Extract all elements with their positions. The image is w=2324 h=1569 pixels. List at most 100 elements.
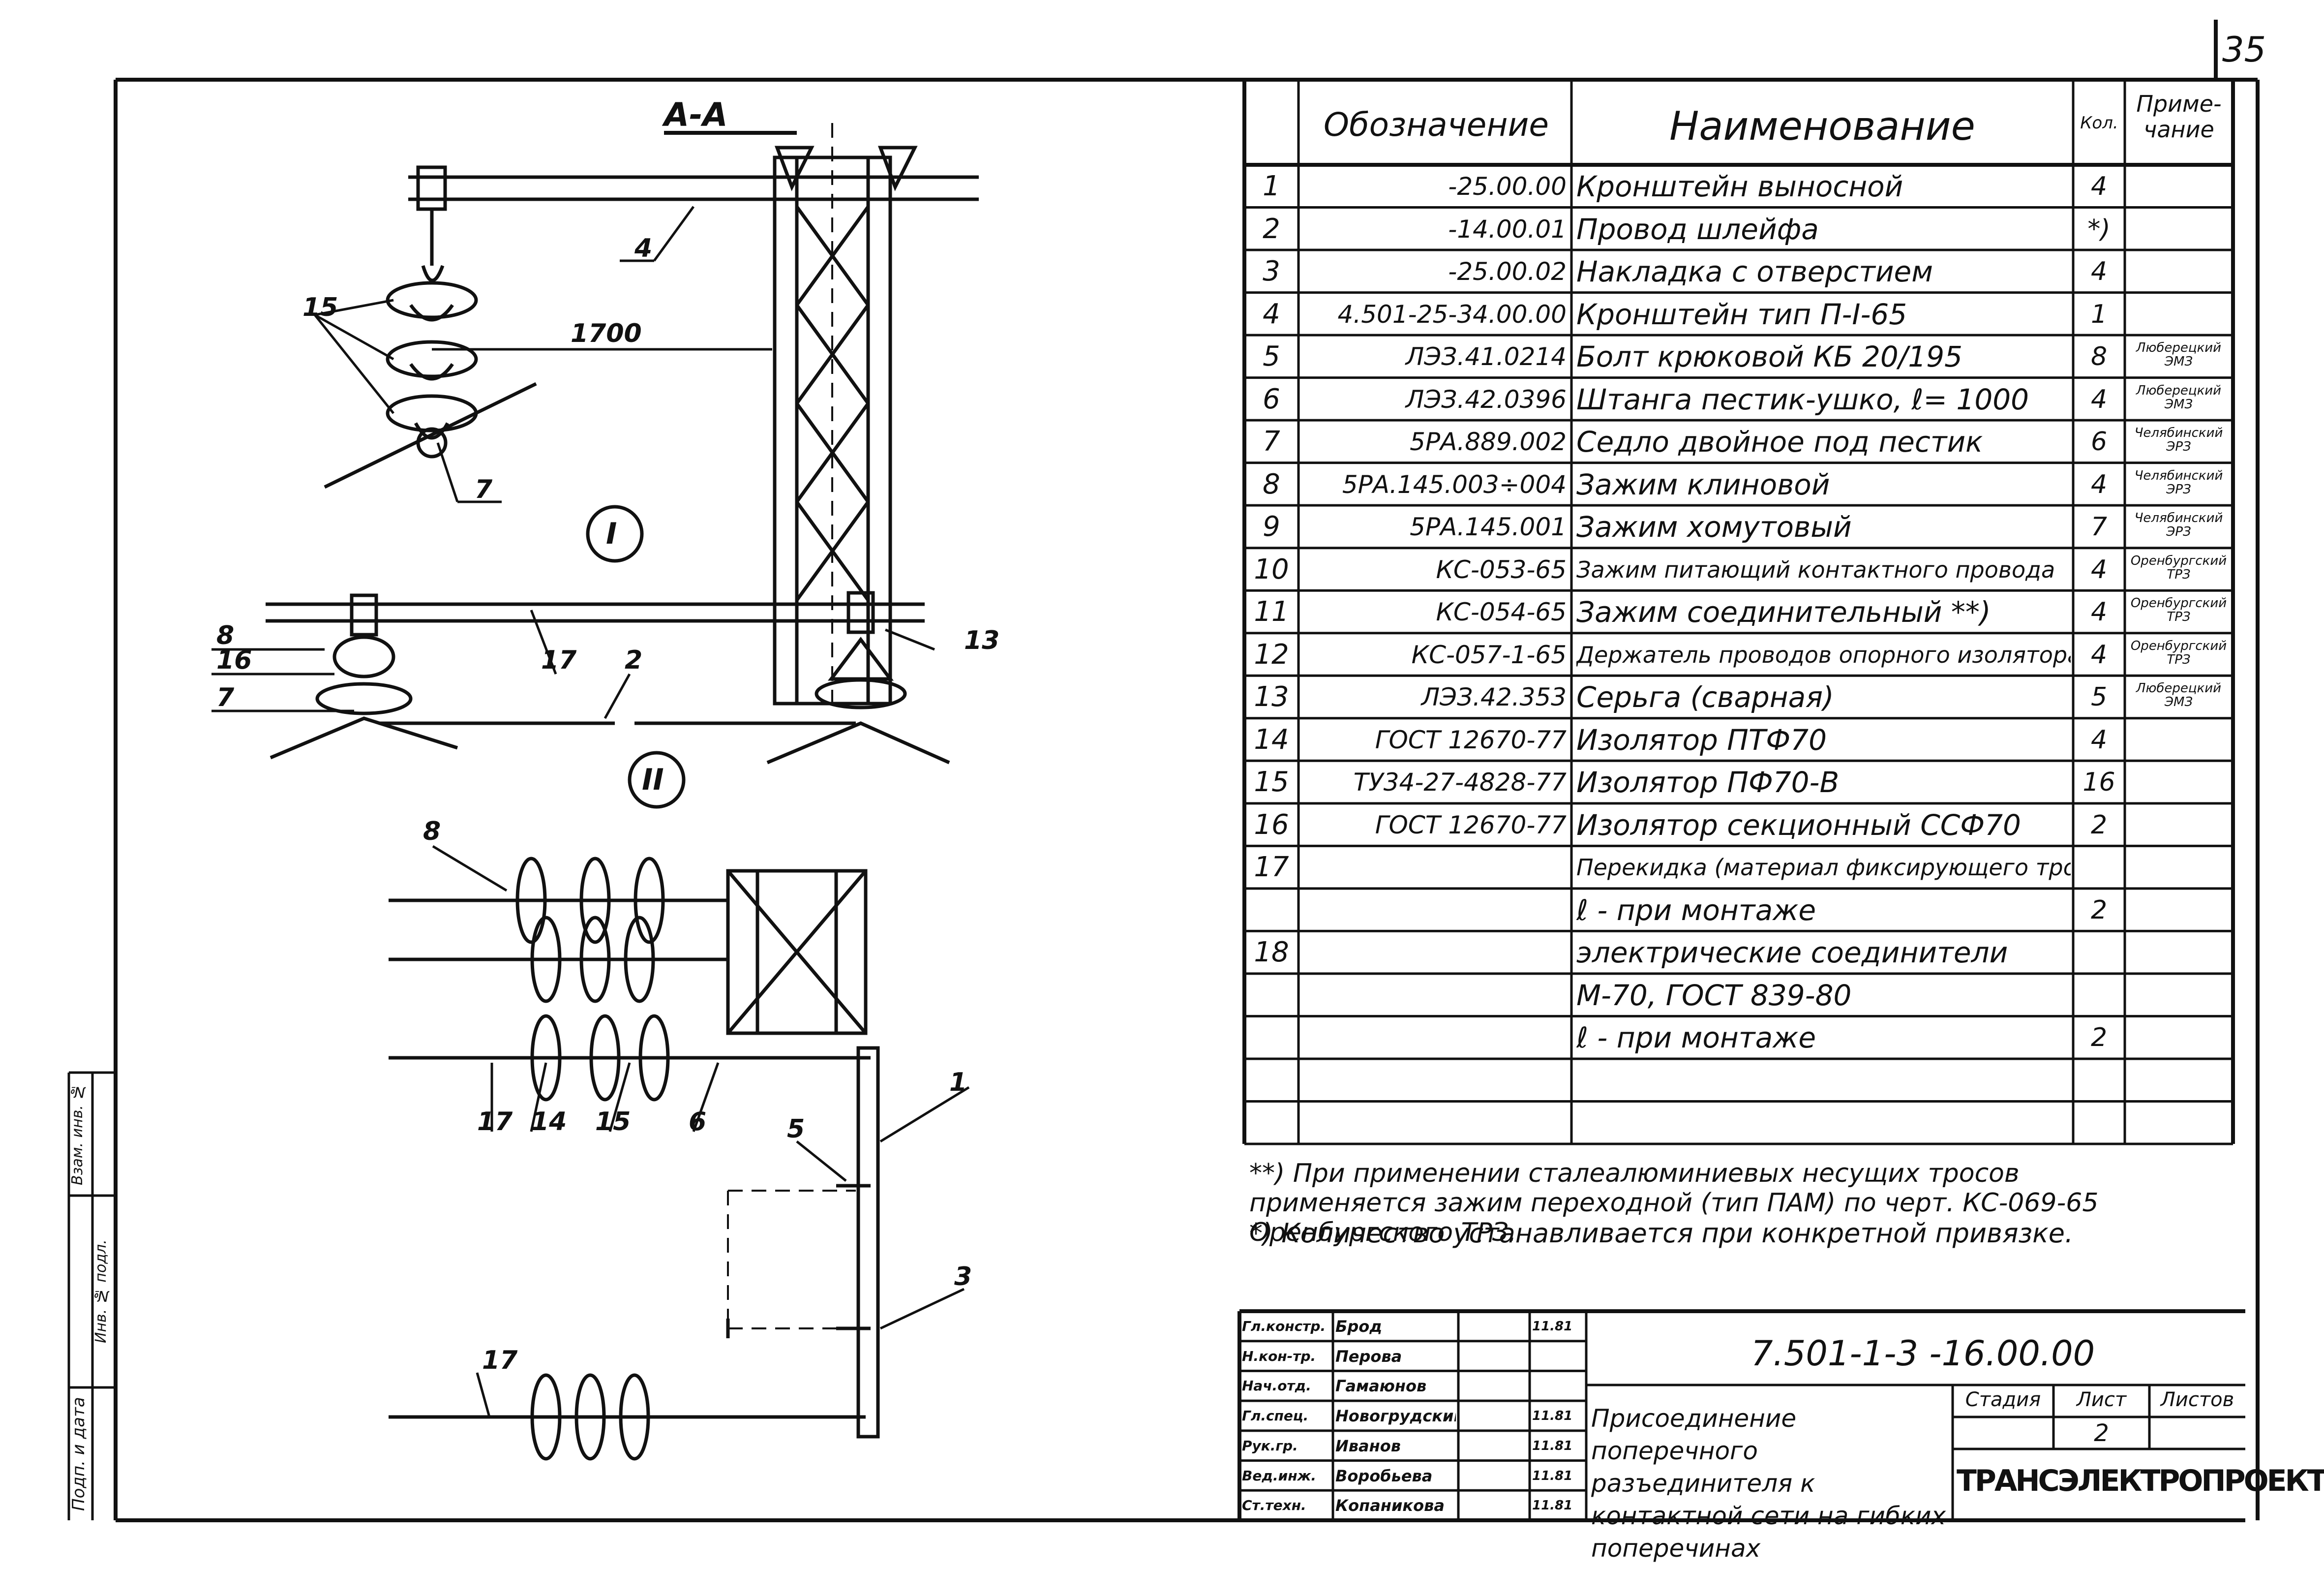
header-designation: Обозначение (1324, 106, 1549, 144)
spec-row-qty (2076, 849, 2122, 887)
signature-name: Новогрудский (1335, 1407, 1456, 1426)
spec-row-qty: 4 (2090, 257, 2108, 287)
section-label: А-А (664, 96, 728, 134)
callout-6-ii: 6 (689, 1107, 707, 1137)
signature-role: Н.кон-тр. (1242, 1348, 1316, 1364)
header-note: Приме-чание (2136, 91, 2222, 142)
sheet-number: 35 (2222, 30, 2266, 70)
signature-role: Нач.отд. (1242, 1378, 1311, 1394)
spec-row-name: Седло двойное под пестик (1576, 425, 1983, 459)
spec-row-qty (2076, 1104, 2122, 1142)
spec-row-n: 16 (1254, 808, 1289, 841)
spec-row-name: Зажим хомутовый (1576, 510, 1852, 544)
spec-row-n (1247, 892, 1296, 929)
spec-row-note (2126, 211, 2232, 251)
callout-2-i: 2 (625, 646, 643, 675)
spec-row-qty: 1 (2090, 299, 2108, 329)
spec-row-note: Челябинский ЭРЗ (2134, 511, 2223, 540)
spec-row-name: Провод шлейфа (1576, 212, 1819, 246)
spec-row-name: Кронштейн выносной (1576, 170, 1903, 203)
spec-row-code (1301, 1019, 1567, 1057)
spec-row-name: Кронштейн тип П-I-65 (1576, 297, 1907, 331)
stage-label: Стадия (1965, 1388, 2041, 1411)
callout-17-i: 17 (541, 646, 577, 675)
dimension-label: 1700 (571, 319, 642, 348)
spec-row-n: 4 (1263, 298, 1280, 330)
callout-7-i: 7 (216, 683, 235, 712)
spec-row-n: 10 (1254, 553, 1289, 585)
spec-row-name: Накладка с отверстием (1576, 255, 1933, 289)
spec-row-note (2126, 296, 2232, 337)
spec-row-n (1247, 1104, 1296, 1142)
spec-row-name: Болт крюковой КБ 20/195 (1576, 340, 1963, 374)
footnote-single-star: *) Количество устанавливается при конкре… (1249, 1218, 2074, 1249)
spec-row-n: 5 (1263, 340, 1280, 373)
callout-3-ii: 3 (954, 1262, 972, 1292)
callout-15-aa: 15 (302, 293, 338, 322)
sheet-label: Лист (2076, 1388, 2127, 1411)
callout-15-ii: 15 (595, 1107, 631, 1137)
footnote-double-star: **) При применении сталеалюминиевых несу… (1249, 1159, 2099, 1247)
spec-row-note: Люберецкий ЭМЗ (2136, 681, 2222, 710)
spec-row-note (2126, 1104, 2232, 1145)
spec-row-qty: 5 (2090, 682, 2108, 712)
signature-date: 11.81 (1532, 1438, 1573, 1453)
spec-row-code: КС-054-65 (1436, 598, 1567, 627)
spec-row-code: ЛЭЗ.42.353 (1421, 683, 1567, 712)
spec-row-n: 18 (1254, 936, 1289, 969)
spec-row-code (1301, 892, 1567, 929)
signature-date (1532, 1373, 1584, 1400)
spec-row-code: ГОСТ 12670-77 (1375, 725, 1567, 754)
signature-role: Ст.техн. (1242, 1497, 1306, 1514)
spec-row-n: 3 (1263, 255, 1280, 288)
stamp-signature-date: Подп. и дата (69, 1397, 89, 1511)
spec-row-code: 5РА.145.001 (1410, 513, 1567, 542)
view-mark-ii: II (642, 763, 664, 797)
spec-row-note (2126, 1019, 2232, 1060)
view-ii-drawing (389, 845, 970, 1461)
spec-row-name: Изолятор ПФ70-В (1576, 766, 1840, 800)
organization-name: ТРАНСЭЛЕКТРОПРОЕКТ (1957, 1464, 2324, 1498)
signature-role: Вед.инж. (1242, 1467, 1317, 1484)
spec-row-note (2126, 253, 2232, 294)
spec-row-qty: 2 (2090, 895, 2108, 925)
spec-row-name: Зажим соединительный **) (1576, 595, 1991, 629)
spec-row-note (2126, 849, 2232, 890)
view-i-drawing (211, 591, 950, 765)
sheet-value: 2 (2094, 1419, 2109, 1447)
spec-row-qty: 6 (2090, 427, 2108, 457)
spec-row-n: 2 (1263, 213, 1280, 245)
stamp-original-inventory: Инв. № подл. (92, 1239, 110, 1344)
spec-row-qty (2076, 977, 2122, 1015)
spec-row-n (1247, 977, 1296, 1015)
spec-row-code (1301, 1104, 1567, 1142)
spec-row-code: 5РА.145.003÷004 (1342, 470, 1567, 499)
spec-row-note (2126, 168, 2232, 209)
signature-date: 11.81 (1532, 1409, 1573, 1424)
spec-row-code: КС-053-65 (1436, 555, 1567, 584)
view-aa-drawing (314, 123, 979, 708)
spec-row-n: 9 (1263, 511, 1280, 543)
spec-row-qty: 4 (2090, 640, 2108, 670)
spec-row-name (1576, 1104, 2071, 1142)
spec-row-note (2126, 892, 2232, 932)
spec-row-name: Держатель проводов опорного изолятора (1576, 641, 2071, 668)
callout-8-i: 8 (216, 621, 235, 650)
signature-name: Перова (1335, 1347, 1402, 1366)
spec-row-note: Челябинский ЭРЗ (2134, 468, 2223, 497)
signature-date: 11.81 (1532, 1498, 1573, 1513)
spec-row-name: Зажим клиновой (1576, 467, 1830, 501)
spec-row-n: 17 (1254, 851, 1289, 884)
spec-row-qty: *) (2087, 214, 2111, 244)
signature-role: Рук.гр. (1242, 1437, 1298, 1454)
spec-row-note (2126, 764, 2232, 804)
spec-row-note: Люберецкий ЭМЗ (2136, 383, 2222, 412)
spec-row-code: -25.00.02 (1448, 257, 1567, 286)
callout-8-ii: 8 (423, 817, 441, 846)
spec-row-name: Изолятор секционный ССФ70 (1576, 808, 2021, 842)
callout-14-ii: 14 (531, 1107, 567, 1137)
spec-row-name (1576, 1062, 2071, 1100)
spec-row-code (1301, 977, 1567, 1015)
spec-row-note (2126, 977, 2232, 1017)
signature-date (1532, 1343, 1584, 1370)
